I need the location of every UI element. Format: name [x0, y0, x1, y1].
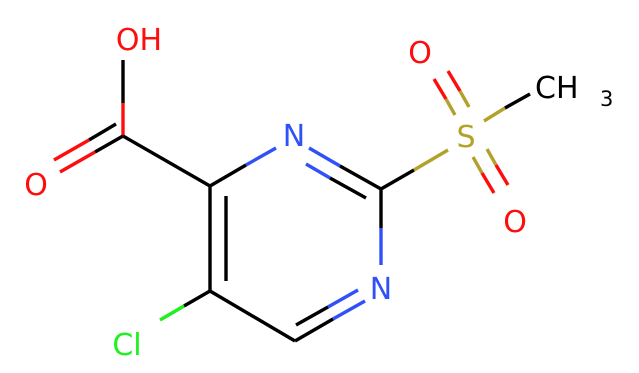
bond-ring-n1-c6	[294, 317, 334, 343]
methyl-label: CH	[535, 71, 579, 106]
bond-ring-n1-c6-double	[295, 305, 329, 327]
bond-c5-cl	[159, 304, 185, 322]
bond-ring-n3-c2	[339, 164, 382, 191]
ring-nitrogen-top-label: N	[283, 119, 305, 154]
bond-ring-c6-c5	[209, 289, 296, 343]
sulfonyl-oxygen-bottom-label: O	[503, 205, 527, 240]
bond-c-carbonyl-o	[59, 150, 96, 174]
bond-c2-s	[380, 168, 415, 191]
bond-s-o-top-double	[458, 90, 471, 108]
sulfur-label: S	[456, 120, 475, 155]
bond-c-carbonyl-o-double	[53, 138, 90, 162]
bond-ring-n3-c2-double	[305, 162, 331, 180]
bond-s-o-top	[432, 78, 448, 100]
bond-s-o-top-double	[446, 70, 462, 92]
bond-s-o-bottom	[471, 156, 484, 174]
bond-s-o-bottom	[480, 172, 496, 194]
ring-nitrogen-bottom-label: N	[370, 272, 392, 307]
hydroxyl-label: OH	[116, 23, 162, 58]
bond-carboxyl-ring	[122, 134, 211, 188]
sulfonyl-oxygen-top-label: O	[408, 36, 432, 71]
bond-ring-c4-n3	[245, 146, 277, 167]
bond-s-o-bottom-double	[494, 164, 510, 186]
chlorine-label: Cl	[112, 328, 141, 363]
methyl-subscript: 3	[600, 87, 613, 111]
bond-ring-n3-c2-double	[329, 176, 367, 200]
bond-ring-c4-n3	[209, 163, 247, 188]
bond-ring-n1-c6-double	[327, 288, 359, 309]
bond-s-methyl	[483, 106, 506, 123]
bond-c-carbonyl-o	[94, 134, 124, 154]
bond-s-o-top	[444, 98, 457, 116]
bond-ring-n1-c6	[332, 299, 366, 321]
bond-c-carbonyl-o-double	[88, 122, 117, 142]
bond-s-o-bottom-double	[485, 148, 498, 166]
carbonyl-oxygen-label: O	[24, 168, 48, 203]
bond-c5-cl	[183, 289, 211, 308]
bond-ring-n3-c2	[308, 146, 341, 168]
bond-s-methyl	[504, 92, 531, 110]
bond-c2-s	[413, 148, 449, 172]
